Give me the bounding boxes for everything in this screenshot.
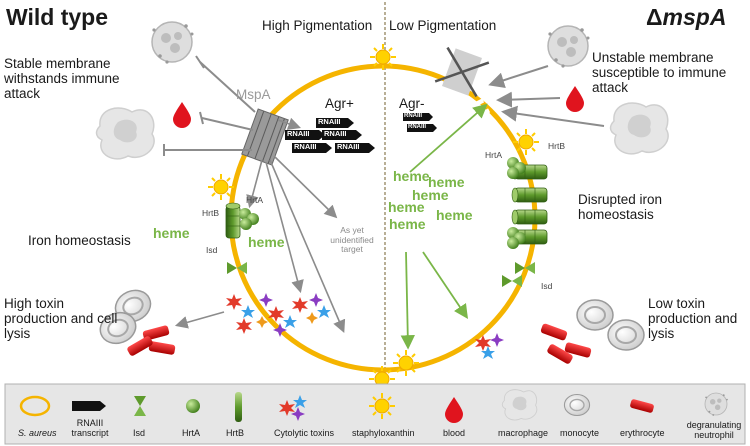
- rnaiii-5: RNAIII: [337, 142, 360, 151]
- monocyte-icon: [563, 393, 591, 417]
- hrta-left-label: HrtA: [246, 195, 263, 205]
- heme-right-1: heme: [393, 168, 430, 184]
- isd-left-label: Isd: [206, 245, 218, 255]
- unstable-membrane-label: Unstable membrane susceptible to immune …: [592, 50, 727, 96]
- hrta-right-label: HrtA: [485, 150, 502, 160]
- high-toxin-label: High toxin production and cell lysis: [4, 296, 118, 342]
- legend-label-staphyloxanthin: staphyloxanthin: [352, 428, 415, 438]
- unidentified-target-label: As yet unidentified target: [330, 225, 374, 255]
- blood-drop-left: [173, 102, 191, 128]
- rnaiii-7: RNAIII: [408, 124, 426, 130]
- isd-right-label: Isd: [541, 281, 553, 291]
- heme-left-2: heme: [248, 234, 285, 250]
- rnaiii-2: RNAIII: [287, 129, 310, 138]
- rnaiii-4: RNAIII: [294, 142, 317, 151]
- heme-arrows: [400, 103, 488, 350]
- heme-right-4: heme: [388, 199, 425, 215]
- stable-membrane-label: Stable membrane withstands immune attack: [4, 56, 120, 102]
- rnaiii-group-left: [285, 118, 375, 153]
- legend-label-toxins: Cytolytic toxins: [274, 428, 335, 438]
- legend-label-isd: Isd: [133, 428, 146, 438]
- heme-right-5: heme: [436, 207, 473, 223]
- rnaiii-group-right: [403, 113, 437, 132]
- hrta-sphere-icon: [186, 399, 200, 413]
- rnaiii-3: RNAIII: [324, 129, 347, 138]
- inhibition-lines: [163, 55, 256, 156]
- staphyloxanthin-right-bottom: [392, 349, 420, 377]
- hrtb-right-label: HrtB: [548, 141, 565, 151]
- macrophage-right: [609, 102, 669, 155]
- neutrophil-right: [547, 25, 591, 69]
- low-pigmentation-label: Low Pigmentation: [389, 18, 497, 33]
- legend-label-monocyte: monocyte: [560, 428, 600, 438]
- heme-right-6: heme: [389, 216, 426, 232]
- hrtb-left-label: HrtB: [202, 208, 219, 218]
- legend-label-hrta: HrtA: [182, 428, 200, 438]
- legend-label-rnaiii: RNAIII transcript: [71, 418, 109, 439]
- heme-left-1: heme: [153, 225, 190, 241]
- intact-cells-right: [540, 299, 645, 365]
- legend-label-neutrophil: degranulating neutrophil: [686, 420, 742, 441]
- agr-plus-label: Agr+: [325, 96, 354, 111]
- mspa-absent-complex: [434, 46, 490, 98]
- mspa-arrows: [246, 117, 346, 333]
- s-aureus-ring-icon: [19, 395, 51, 417]
- mspa-label: MspA: [236, 87, 271, 102]
- attack-arrows: [488, 65, 605, 127]
- rnaiii-6: RNAIII: [404, 113, 422, 119]
- iron-homeostasis-label: Iron homeostasis: [28, 233, 131, 248]
- macrophage-left: [95, 107, 155, 160]
- lysis-arrow: [174, 311, 225, 329]
- disrupted-iron-label: Disrupted iron homeostasis: [578, 192, 663, 223]
- hrt-complex-right: [507, 157, 548, 249]
- legend-label-blood: blood: [443, 428, 466, 438]
- hrt-complex-left: [225, 202, 259, 239]
- rnaiii-1: RNAIII: [318, 117, 341, 126]
- mspa-mutant-title: ΔmspA: [646, 4, 727, 30]
- legend-label-erythrocyte: erythrocyte: [620, 428, 665, 438]
- legend-label-hrtb: HrtB: [226, 428, 244, 438]
- mspa-complex: [241, 108, 289, 166]
- high-pigmentation-label: High Pigmentation: [262, 18, 373, 33]
- heme-right-2: heme: [428, 174, 465, 190]
- heme-right-3: heme: [412, 187, 449, 203]
- rnaiii-tag-icon: [72, 401, 106, 411]
- macrophage-icon: [501, 389, 538, 421]
- toxins-left: [226, 293, 331, 337]
- legend-label-s-aureus: S. aureus: [18, 428, 57, 438]
- low-toxin-label: Low toxin production and lysis: [648, 296, 738, 342]
- legend-icons: [19, 389, 729, 423]
- blood-drop-right: [566, 86, 584, 112]
- agr-minus-label: Agr-: [399, 96, 425, 111]
- hrtb-cylinder-icon: [235, 392, 242, 422]
- wild-type-title: Wild type: [6, 4, 109, 30]
- neutrophil-left: [151, 21, 195, 65]
- legend-label-macrophage: macrophage: [498, 428, 549, 438]
